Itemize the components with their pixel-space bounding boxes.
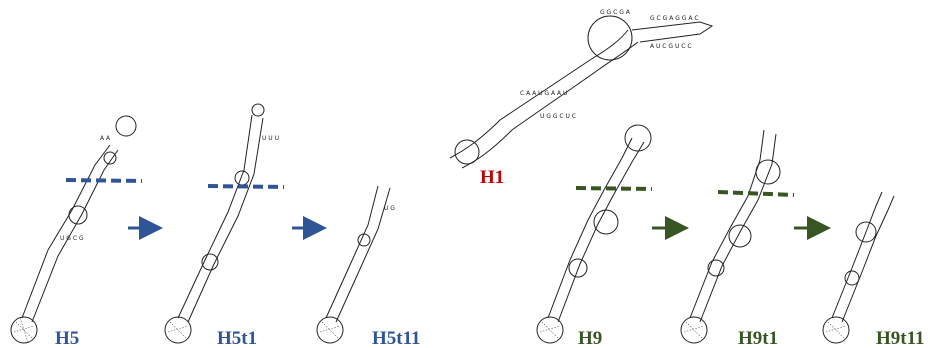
structure-h9 [536, 124, 652, 344]
svg-text:A U C G U C C: A U C G U C C [650, 43, 692, 50]
svg-text:G C G A G G A C: G C G A G G A C [650, 15, 699, 22]
structure-h5: U G C G A A [10, 115, 137, 344]
structure-h9t11 [822, 191, 895, 344]
svg-text:U G G C U C: U G G C U C [540, 113, 576, 120]
svg-text:U U U: U U U [262, 135, 279, 142]
label-h9t1: H9t1 [738, 328, 778, 348]
svg-text:C A A U G A A U: C A A U G A A U [520, 90, 567, 97]
structure-h1: C A A U G A A U U G G C U C G C G A G G … [449, 9, 714, 169]
svg-text:A A: A A [100, 135, 111, 142]
structure-h9t1 [680, 129, 781, 344]
structure-h5t1: U U U [164, 103, 279, 344]
label-h9t11: H9t11 [876, 328, 925, 348]
label-h1: H1 [480, 167, 504, 188]
label-h5t11: H5t11 [372, 328, 421, 348]
svg-text:U G C G: U G C G [60, 235, 84, 242]
label-h5: H5 [55, 328, 79, 348]
label-h5t1: H5t1 [217, 328, 257, 348]
svg-text:G G C G A: G G C G A [600, 9, 631, 16]
cut-line-h9 [575, 186, 653, 191]
cut-line-h5t1 [207, 184, 285, 189]
structure-h5t11: U G [316, 185, 395, 344]
cut-line-h9t1 [717, 190, 795, 197]
svg-text:U G: U G [384, 205, 395, 212]
label-h9: H9 [578, 328, 602, 348]
cut-line-h5 [65, 178, 143, 183]
